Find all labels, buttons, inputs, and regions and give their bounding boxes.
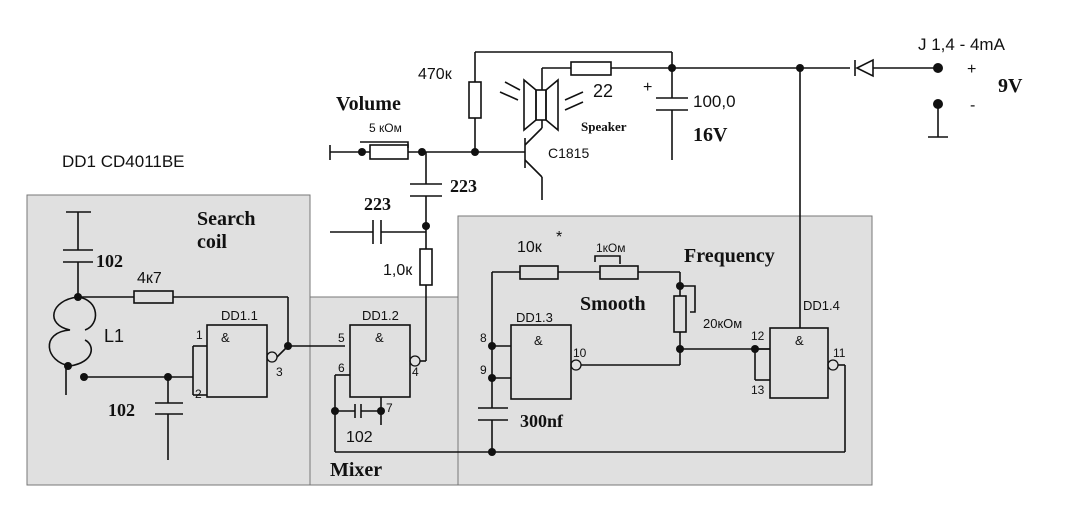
label-c-bottom-left: 102 — [108, 400, 135, 420]
search-coil-label-line2: coil — [197, 231, 227, 253]
label-cap-value: 100,0 — [693, 92, 736, 111]
mixer-label: Mixer — [330, 459, 382, 481]
sym-dd1-3: & — [534, 333, 543, 348]
label-r-10k: 10к — [517, 239, 543, 256]
pin-dd1-2-a: 5 — [338, 331, 345, 345]
label-transistor: C1815 — [548, 145, 589, 161]
label-cap-voltage: 16V — [693, 124, 728, 146]
supply-minus-label: - — [970, 97, 975, 114]
pin-dd1-1-out: 3 — [276, 365, 283, 379]
output-stage — [468, 51, 850, 200]
smooth-label: Smooth — [580, 293, 646, 315]
label-dd1-2: DD1.2 — [362, 308, 399, 323]
pin-dd1-1-b: 2 — [195, 387, 202, 401]
pin-dd1-4-b: 13 — [751, 383, 765, 397]
frequency-block — [457, 215, 873, 486]
pin-dd1-4-out: 11 — [833, 346, 846, 360]
volume-label: Volume — [336, 93, 401, 115]
search-coil-circuit — [48, 211, 289, 460]
pin-dd1-4-a: 12 — [751, 329, 765, 343]
speaker-label: Speaker — [581, 119, 627, 134]
label-pin7: 7 — [386, 401, 393, 415]
pin-dd1-2-b: 6 — [338, 361, 345, 375]
label-cap-plus: + — [643, 79, 652, 96]
gate-dd1-4 — [751, 327, 846, 452]
sym-dd1-2: & — [375, 330, 384, 345]
label-r-22: 22 — [593, 81, 613, 101]
label-pot-volume: 5 кОм — [369, 121, 402, 135]
power-supply — [799, 58, 948, 328]
label-c-mixer: 102 — [346, 429, 373, 446]
gate-dd1-1 — [206, 324, 345, 398]
label-c-top-left: 102 — [96, 251, 123, 271]
volume-coupling-network — [330, 152, 442, 286]
search-coil-label-line1: Search — [197, 208, 256, 230]
label-r-1k0: 1,0к — [383, 262, 413, 279]
supply-current-label: J 1,4 - 4mA — [918, 35, 1006, 54]
supply-plus-label: + — [967, 61, 976, 78]
label-c-300nf: 300nf — [520, 411, 564, 431]
mixer-circuit — [331, 285, 845, 453]
label-coil: L1 — [104, 326, 124, 346]
pin-dd1-3-a: 8 — [480, 331, 487, 345]
pin-dd1-1-a: 1 — [196, 328, 203, 342]
sym-dd1-1: & — [221, 330, 230, 345]
volume-potentiometer — [329, 141, 479, 160]
label-pot-1k: 1кОм — [596, 241, 626, 255]
sym-dd1-4: & — [795, 333, 804, 348]
label-dd1-1: DD1.1 — [221, 308, 258, 323]
pin-dd1-3-out: 10 — [573, 346, 587, 360]
label-dd1-4: DD1.4 — [803, 298, 840, 313]
label-c-223-a: 223 — [450, 176, 477, 196]
pin-dd1-3-b: 9 — [480, 363, 487, 377]
supply-voltage-label: 9V — [998, 75, 1023, 97]
label-dd1-3: DD1.3 — [516, 310, 553, 325]
supply-capacitor — [656, 68, 688, 160]
label-r-470k: 470к — [418, 66, 453, 83]
pin-dd1-2-out: 4 — [412, 365, 419, 379]
label-r-4k7: 4к7 — [137, 270, 162, 287]
label-c-223-b: 223 — [364, 194, 391, 214]
frequency-label: Frequency — [684, 245, 775, 267]
label-asterisk: * — [556, 229, 562, 246]
label-pot-20k: 20кОм — [703, 316, 742, 331]
ic-title: DD1 CD4011BE — [62, 152, 185, 171]
